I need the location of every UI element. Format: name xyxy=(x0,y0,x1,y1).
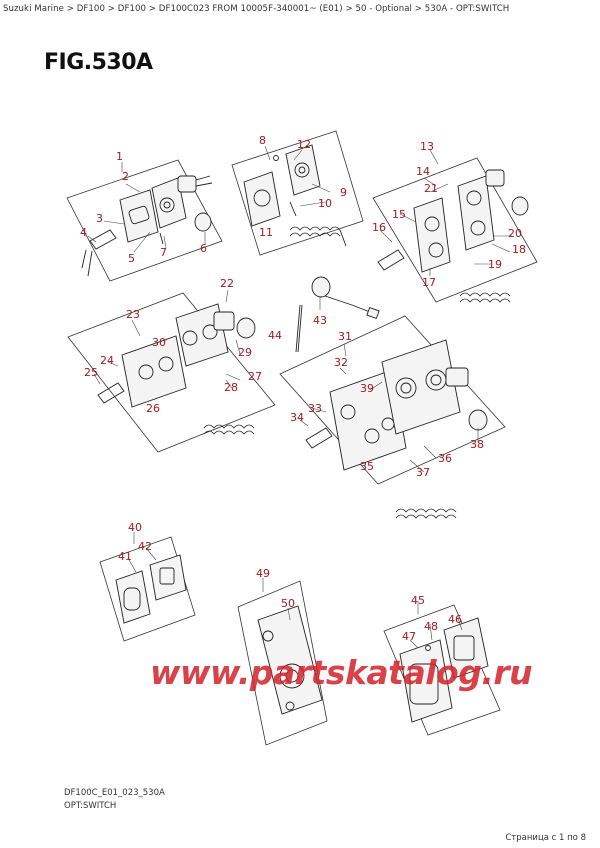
callout-9: 9 xyxy=(340,186,347,199)
callout-39: 39 xyxy=(360,382,374,395)
switch-assembly-40 xyxy=(115,554,187,624)
callout-50: 50 xyxy=(281,597,295,610)
callout-38: 38 xyxy=(470,438,484,451)
callout-11: 11 xyxy=(259,226,273,239)
group-frame-13 xyxy=(372,157,538,303)
callout-8: 8 xyxy=(259,134,266,147)
switch-assembly-13 xyxy=(377,169,529,303)
callout-48: 48 xyxy=(424,620,438,633)
switch-assembly-31 xyxy=(305,339,488,519)
callout-23: 23 xyxy=(126,308,140,321)
callout-36: 36 xyxy=(438,452,452,465)
callout-27: 27 xyxy=(248,370,262,383)
callout-20: 20 xyxy=(508,227,522,240)
switch-assembly-1 xyxy=(81,175,213,277)
callout-24: 24 xyxy=(100,354,114,367)
callout-19: 19 xyxy=(488,258,502,271)
group-frame-8 xyxy=(231,130,364,256)
callout-4: 4 xyxy=(80,226,87,239)
callout-12: 12 xyxy=(297,138,311,151)
callout-41: 41 xyxy=(118,550,132,563)
callout-18: 18 xyxy=(512,243,526,256)
callout-35: 35 xyxy=(360,460,374,473)
callout-3: 3 xyxy=(96,212,103,225)
callout-33: 33 xyxy=(308,402,322,415)
callout-43: 43 xyxy=(313,314,327,327)
watermark-text: www.partskatalog.ru xyxy=(150,653,533,692)
callout-34: 34 xyxy=(290,411,304,424)
breadcrumb: Suzuki Marine > DF100 > DF100 > DF100C02… xyxy=(3,4,510,14)
callout-10: 10 xyxy=(318,197,332,210)
switch-assembly-8 xyxy=(243,144,347,247)
cable-and-strap xyxy=(295,276,380,353)
callout-49: 49 xyxy=(256,567,270,580)
callout-47: 47 xyxy=(402,630,416,643)
group-frame-1 xyxy=(66,159,223,282)
callout-25: 25 xyxy=(84,366,98,379)
callout-7: 7 xyxy=(160,246,167,259)
callout-46: 46 xyxy=(448,613,462,626)
switch-assembly-45 xyxy=(399,617,489,723)
callout-29: 29 xyxy=(238,346,252,359)
callout-1: 1 xyxy=(116,150,123,163)
diagram-name: OPT:SWITCH xyxy=(64,801,117,811)
callout-22: 22 xyxy=(220,277,234,290)
callout-45: 45 xyxy=(411,594,425,607)
group-frame-22 xyxy=(67,292,276,453)
callout-16: 16 xyxy=(372,221,386,234)
callout-28: 28 xyxy=(224,381,238,394)
switch-assembly-49 xyxy=(257,605,323,715)
callout-5: 5 xyxy=(128,252,135,265)
callout-13: 13 xyxy=(420,140,434,153)
callout-26: 26 xyxy=(146,402,160,415)
group-frame-40 xyxy=(99,536,196,642)
figure-title: FIG.530A xyxy=(44,50,153,75)
diagram-code: DF100C_E01_023_530A xyxy=(64,788,165,798)
callout-2: 2 xyxy=(122,170,129,183)
switch-assembly-22 xyxy=(97,303,256,435)
callout-15: 15 xyxy=(392,208,406,221)
callout-44: 44 xyxy=(268,329,282,342)
callout-14: 14 xyxy=(416,165,430,178)
callout-31: 31 xyxy=(338,330,352,343)
leader-lines xyxy=(87,145,512,649)
callout-42: 42 xyxy=(138,540,152,553)
callout-17: 17 xyxy=(422,276,436,289)
group-frame-49 xyxy=(237,580,328,746)
callout-labels: 1 2 3 4 5 6 7 8 9 10 11 12 13 14 15 16 1… xyxy=(80,134,526,643)
callout-40: 40 xyxy=(128,521,142,534)
page-counter: Страница с 1 по 8 xyxy=(505,833,586,843)
callout-30: 30 xyxy=(152,336,166,349)
callout-6: 6 xyxy=(200,242,207,255)
callout-37: 37 xyxy=(416,466,430,479)
callout-21: 21 xyxy=(424,182,438,195)
callout-32: 32 xyxy=(334,356,348,369)
